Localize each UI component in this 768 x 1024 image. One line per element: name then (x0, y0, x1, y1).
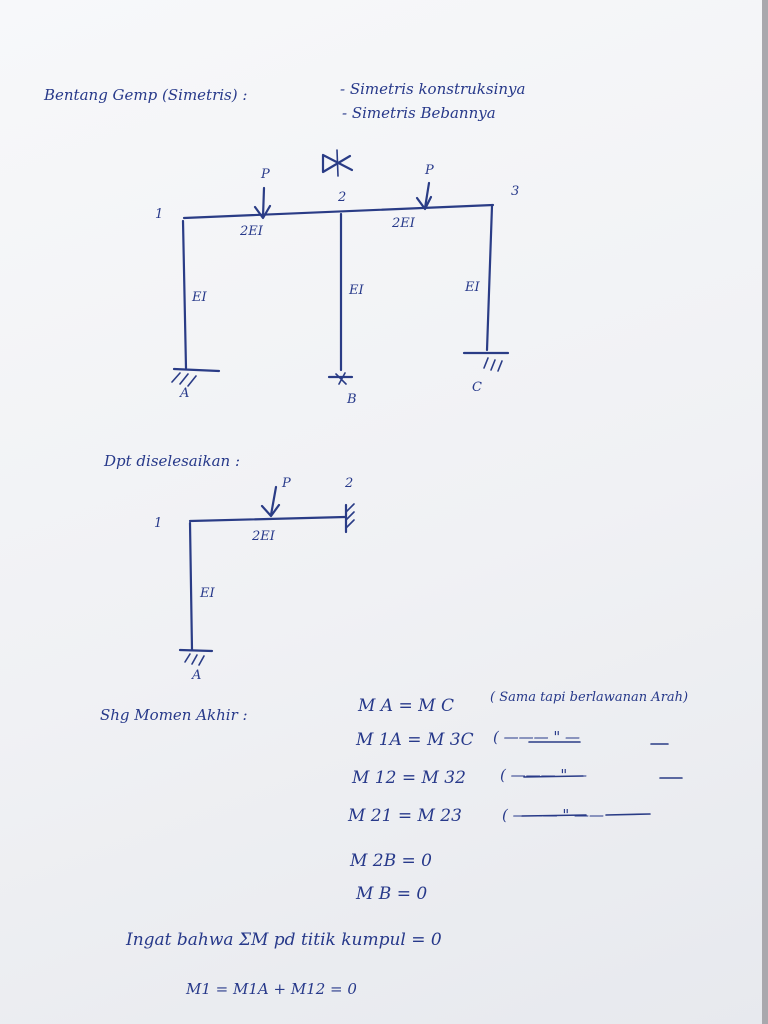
section2-column-label: EI (200, 586, 215, 601)
moment-row-2-note: ( ——— " — (493, 728, 581, 746)
frame1-column-a (181, 219, 188, 370)
frame-2 (178, 485, 355, 666)
fixed-support-a2 (178, 648, 214, 666)
section2-heading: Dpt diselesaikan : (104, 452, 241, 470)
joint-label-1: 1 (155, 207, 164, 222)
frame1-beam (182, 203, 495, 220)
frame-1 (171, 149, 510, 387)
support-label-c: C (472, 380, 482, 395)
joint-label-3: 3 (511, 184, 520, 199)
beam-label-2: 2EI (392, 216, 415, 231)
moment-row-2-lhs: M 1A = M 3C (356, 730, 474, 750)
load-arrow-2 (415, 181, 433, 211)
moment-row-6-lhs: M B = 0 (356, 884, 428, 904)
frame1-column-c (485, 204, 494, 352)
column-label-c: EI (465, 280, 480, 295)
title-text: Bentang Gemp (Simetris) : (44, 86, 248, 104)
support-label-b: B (347, 392, 357, 407)
frame2-column (188, 521, 194, 652)
moment-row-5-lhs: M 2B = 0 (350, 851, 432, 871)
moment-row-3-note: ( ——— " — (500, 766, 588, 784)
moment-row-1-note: ( Sama tapi berlawanan Arah) (490, 690, 689, 705)
fixed-support-c (462, 351, 510, 372)
load-label-p2: P (425, 163, 434, 178)
joint-label-2: 2 (338, 190, 347, 205)
section2-joint-2: 2 (345, 476, 354, 491)
load-arrow-3 (260, 485, 281, 518)
moment-row-4-note: ( ——— " —— (502, 806, 605, 824)
pin-support-b (327, 372, 354, 385)
frame2-beam (188, 515, 347, 523)
load-label-p1: P (261, 167, 270, 182)
column-label-b: EI (349, 283, 364, 298)
section2-beam-label: 2EI (252, 529, 275, 544)
load-arrow-1 (253, 186, 272, 220)
moment-row-4-lhs: M 21 = M 23 (348, 806, 462, 826)
symmetry-axis-icon (321, 149, 354, 177)
footer-remember-text: Ingat bahwa ΣM pd titik kumpul = 0 (126, 930, 442, 950)
footer-equation: M1 = M1A + M12 = 0 (186, 980, 357, 998)
symmetric-load-text: - Simetris Bebannya (342, 104, 496, 122)
fixed-support-a (171, 367, 221, 387)
paper-edge (762, 0, 768, 1024)
section2-load-label: P (282, 476, 291, 491)
moment-row-1-lhs: M A = M C (358, 696, 454, 716)
column-label-a: EI (192, 290, 207, 305)
section2-support-label: A (192, 668, 202, 683)
beam-label-1: 2EI (240, 224, 263, 239)
moment-row-3-lhs: M 12 = M 32 (352, 768, 466, 788)
ditto-dashes (521, 741, 683, 817)
section2-joint-1: 1 (154, 516, 163, 531)
symmetric-construction-text: - Simetris konstruksinya (340, 80, 526, 98)
support-label-a: A (180, 386, 190, 401)
fixed-support-2 (344, 503, 355, 534)
moments-heading: Shg Momen Akhir : (100, 706, 248, 724)
